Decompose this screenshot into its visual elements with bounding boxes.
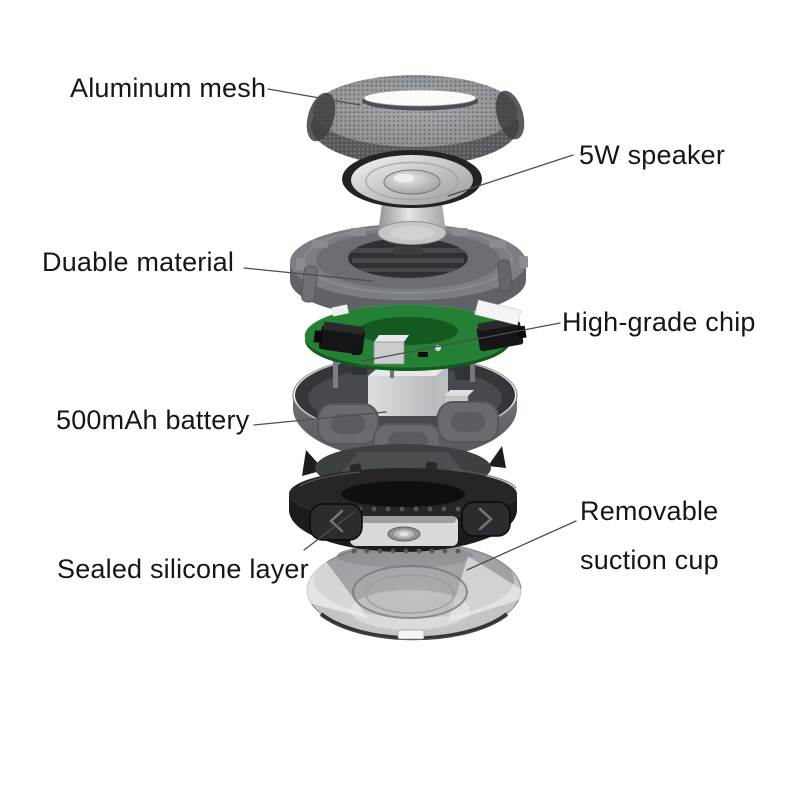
leader-battery <box>253 411 387 426</box>
leader-high-grade-chip <box>361 322 561 362</box>
circuit-board-part <box>304 299 527 371</box>
chevron-right-icon <box>478 507 493 531</box>
ring-notches <box>296 228 528 270</box>
pcb-connector-left <box>313 321 366 355</box>
pcb-chip <box>373 335 409 365</box>
leader-suction-cup <box>466 520 577 571</box>
mesh-slot <box>363 89 477 107</box>
label-battery: 500mAh battery <box>56 405 250 435</box>
leader-speaker <box>447 154 574 197</box>
leader-silicone-layer <box>303 511 355 551</box>
label-aluminum-mesh: Aluminum mesh <box>70 73 267 103</box>
suction-cup-part <box>296 541 532 641</box>
leader-durable-material <box>243 267 373 282</box>
silicone-dots <box>333 506 475 554</box>
pcb-label-sticker <box>474 299 522 326</box>
chevron-left-icon <box>329 509 344 533</box>
label-speaker: 5W speaker <box>579 140 726 170</box>
speaker-driver-part <box>342 150 482 245</box>
label-suction-cup: Removable suction cup <box>580 487 719 585</box>
label-durable-material: Duable material <box>42 247 235 277</box>
label-silicone-layer: Sealed silicone layer <box>57 554 309 584</box>
label-high-grade-chip: High-grade chip <box>562 307 756 337</box>
label-suction-cup-line1: Removable <box>580 496 719 526</box>
silicone-ring-part <box>289 461 517 554</box>
aluminum-mesh-part <box>306 75 525 166</box>
silicone-window <box>350 516 458 546</box>
label-suction-cup-line2: suction cup <box>580 545 719 575</box>
leader-lines <box>243 88 577 571</box>
silicone-panel-left <box>309 503 363 541</box>
silicone-panel-right <box>461 501 511 537</box>
housing-ring-part <box>290 224 528 318</box>
battery-housing-part <box>292 354 518 460</box>
leader-aluminum-mesh <box>267 88 361 106</box>
